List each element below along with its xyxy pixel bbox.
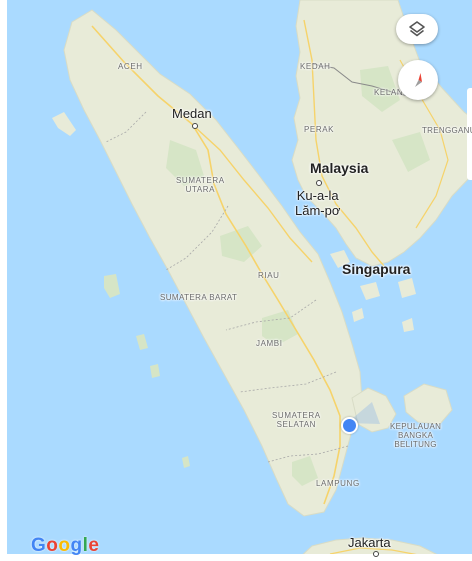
riau-island-3 <box>398 278 416 298</box>
belitung-island <box>403 383 453 425</box>
forest-patch-4 <box>292 456 318 486</box>
city-label-singapura[interactable]: Singapura <box>342 261 411 277</box>
region-label-sumatera-selatan: SUMATERA SELATAN <box>272 411 321 429</box>
malay-peninsula <box>291 0 472 267</box>
frame-left <box>0 0 7 561</box>
riau-island-5 <box>352 308 364 322</box>
forest-patch-2 <box>220 226 262 262</box>
simeulue-island <box>52 112 76 136</box>
region-label-riau: RIAU <box>258 271 280 280</box>
frame-bottom <box>0 554 472 561</box>
compass-icon <box>415 73 422 87</box>
road-peninsula-west <box>303 19 385 267</box>
forest-patch-5 <box>360 66 400 112</box>
logo-letter: o <box>46 535 59 556</box>
region-label-kedah: KEDAH <box>300 62 331 71</box>
city-marker-kuala-lumpur[interactable] <box>316 180 322 186</box>
enggano-island <box>182 456 190 468</box>
region-label-terengganu: TRENGGANU <box>422 126 472 135</box>
mentawai-island-1 <box>136 334 148 350</box>
border-jambi-sumsel <box>239 371 337 393</box>
region-label-kelantan: KELANTA <box>374 88 415 97</box>
my-location-dot[interactable] <box>341 417 358 434</box>
city-marker-jakarta[interactable] <box>373 551 379 557</box>
logo-letter: e <box>88 535 100 556</box>
logo-letter: l <box>82 535 89 556</box>
layers-button[interactable] <box>396 14 438 44</box>
region-label-sumatera-barat: SUMATERA BARAT <box>160 293 238 302</box>
border-sumsel-lampung <box>267 445 349 463</box>
google-logo: Google <box>31 535 99 557</box>
nias-island <box>104 274 120 298</box>
city-label-medan[interactable]: Medan <box>172 106 212 121</box>
compass-button[interactable] <box>398 60 438 100</box>
bangka-island <box>351 387 397 433</box>
border-riau-jambi <box>225 299 317 331</box>
layers-icon <box>409 21 425 37</box>
border-sumut-riau <box>165 205 229 271</box>
region-label-lampung: LAMPUNG <box>316 479 360 488</box>
mentawai-island-2 <box>150 364 160 378</box>
forest-patch-1 <box>166 140 204 186</box>
road-trans-sumatra <box>91 25 341 505</box>
riau-island-4 <box>402 318 414 332</box>
border-aceh <box>105 111 147 143</box>
riau-island-1 <box>330 250 350 268</box>
region-label-sumatera-utara: SUMATERA UTARA <box>176 176 225 194</box>
riau-island-2 <box>360 282 380 300</box>
logo-letter: g <box>70 535 83 556</box>
city-marker-medan[interactable] <box>192 123 198 129</box>
country-label-malaysia[interactable]: Malaysia <box>310 160 369 176</box>
forest-patch-6 <box>392 132 430 172</box>
logo-letter: G <box>31 535 47 556</box>
border-malaysia-thailand <box>311 63 409 97</box>
sumatra <box>63 9 363 517</box>
city-label-jakarta[interactable]: Jakarta <box>348 535 391 550</box>
logo-letter: o <box>58 535 71 556</box>
road-medan-branch <box>195 127 313 263</box>
region-label-perak: PERAK <box>304 125 335 134</box>
side-panel-handle[interactable] <box>467 88 472 180</box>
region-label-jambi: JAMBI <box>256 339 283 348</box>
city-label-kuala-lumpur[interactable]: Ku-a-la Lăm-pơ <box>295 188 341 218</box>
road-java <box>329 547 425 557</box>
region-label-aceh: ACEH <box>118 62 143 71</box>
region-label-bangka-belitung: KEPULAUAN BANGKA BELITUNG <box>390 422 442 449</box>
